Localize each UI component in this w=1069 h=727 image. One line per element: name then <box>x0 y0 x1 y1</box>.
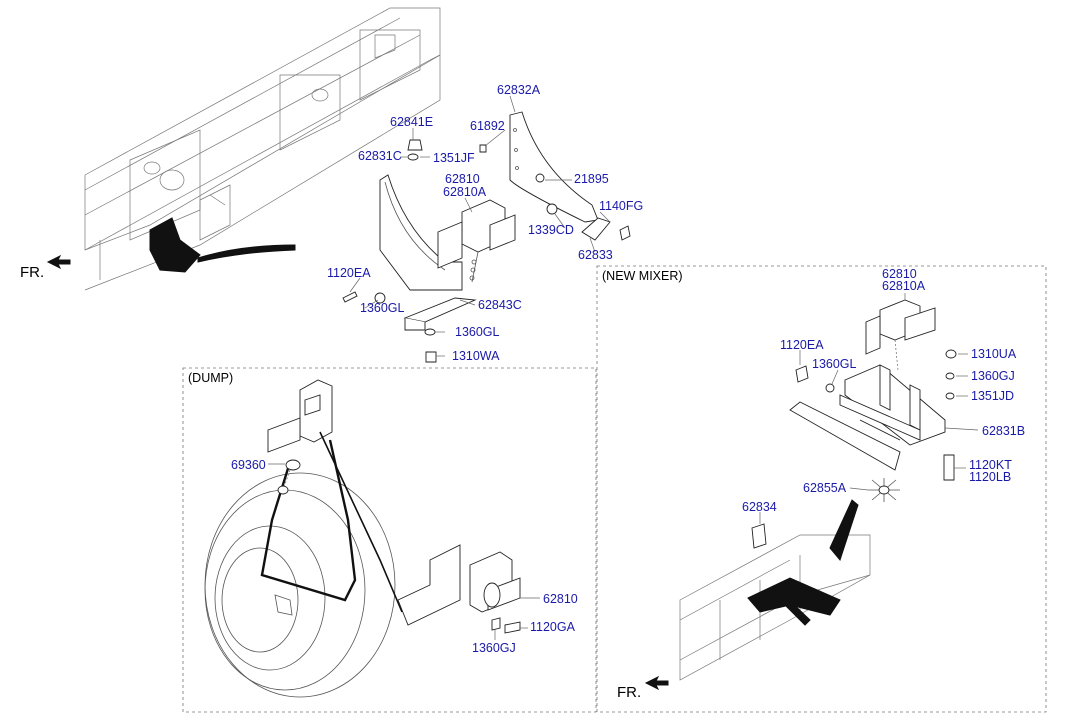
label-1140fg: 1140FG <box>599 199 643 213</box>
label-62810-mixer: 62810 <box>882 267 917 281</box>
chassis-frame-top <box>84 7 441 291</box>
label-1310wa: 1310WA <box>452 349 500 363</box>
label-1120ea-mixer: 1120EA <box>780 338 824 352</box>
bracket-62832a <box>509 111 599 223</box>
label-62831c: 62831C <box>358 149 402 163</box>
small-parts-top <box>342 139 631 363</box>
carrier-62810-top <box>437 199 516 283</box>
label-62834: 62834 <box>742 500 777 514</box>
front-arrow-mixer: FR. <box>617 675 669 701</box>
label-1360gl-mixer: 1360GL <box>812 357 857 371</box>
label-1360gj-dump: 1360GJ <box>472 641 516 655</box>
carrier-highlight-top <box>149 217 296 273</box>
section-title-new-mixer: (NEW MIXER) <box>602 269 683 283</box>
label-1351jd: 1351JD <box>971 389 1014 403</box>
ring-69360 <box>285 459 301 471</box>
section-dump: (DUMP) <box>182 367 597 713</box>
bracket-62843c <box>403 297 477 331</box>
hook-bracket <box>267 379 333 453</box>
label-62810-top: 62810 <box>445 172 480 186</box>
label-62843c: 62843C <box>478 298 522 312</box>
carrier-62810-dump <box>397 544 521 626</box>
label-62831b: 62831B <box>982 424 1025 438</box>
section-title-dump: (DUMP) <box>188 371 233 385</box>
label-1351jf: 1351JF <box>433 151 475 165</box>
label-1360gl-b: 1360GL <box>455 325 500 339</box>
label-62810a-top: 62810A <box>443 185 487 199</box>
label-62810a-mixer: 62810A <box>882 279 926 293</box>
label-62832a: 62832A <box>497 83 541 97</box>
carrier-62810-mixer <box>865 299 936 371</box>
label-62841e: 62841E <box>390 115 433 129</box>
label-1120ga: 1120GA <box>530 620 576 634</box>
label-1120lb: 1120LB <box>969 470 1011 484</box>
bracket-62831b <box>789 364 946 471</box>
spare-wheel <box>204 472 396 698</box>
label-61892: 61892 <box>470 119 505 133</box>
label-21895: 21895 <box>574 172 609 186</box>
front-arrow-icon-mixer <box>644 675 669 691</box>
label-62810-dump: 62810 <box>543 592 578 606</box>
star-62855a <box>868 478 900 502</box>
label-1339cd: 1339CD <box>528 223 574 237</box>
section-new-mixer: (NEW MIXER) <box>596 265 1047 713</box>
front-arrow-top: FR. <box>20 254 71 281</box>
pad-62834 <box>751 523 767 549</box>
label-62855a: 62855A <box>803 481 847 495</box>
front-arrow-icon <box>46 254 71 270</box>
label-1310ua: 1310UA <box>971 347 1017 361</box>
label-1360gj-mixer: 1360GJ <box>971 369 1015 383</box>
cable-69360 <box>260 439 357 602</box>
label-69360: 69360 <box>231 458 266 472</box>
front-marker-top: FR. <box>20 264 44 281</box>
label-1120kt: 1120KT <box>969 458 1012 472</box>
cable-line <box>319 431 403 613</box>
label-1120ea-top: 1120EA <box>327 266 371 280</box>
front-marker-mixer: FR. <box>617 684 641 701</box>
label-1360gl-a: 1360GL <box>360 301 405 315</box>
leaders-top <box>349 95 611 357</box>
label-62833: 62833 <box>578 248 613 262</box>
carrier-highlight-mixer <box>747 499 859 626</box>
